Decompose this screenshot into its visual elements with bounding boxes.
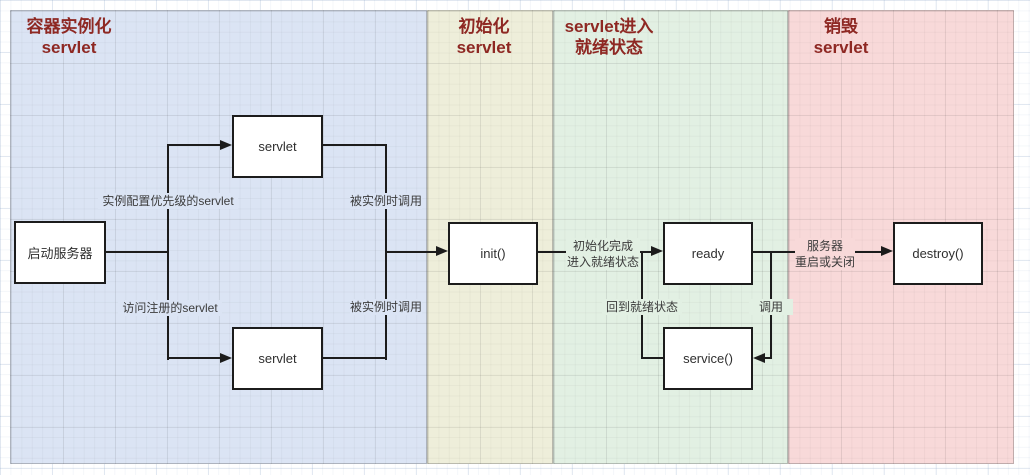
region-title-line1: 初始化 bbox=[458, 17, 510, 36]
arrowhead-icon bbox=[220, 140, 232, 150]
connector-line bbox=[323, 357, 387, 359]
edge-label-line2: 进入就绪状态 bbox=[566, 255, 639, 269]
node-servlet-top: servlet bbox=[232, 115, 323, 178]
node-label: ready bbox=[691, 246, 725, 261]
edge-label-visit: 访问注册的servlet bbox=[118, 300, 222, 316]
arrowhead-icon bbox=[753, 353, 765, 363]
region-title-line1: 销毁 bbox=[824, 17, 858, 36]
connector-line bbox=[641, 357, 664, 359]
edge-label-line2: 重启或关闭 bbox=[795, 255, 856, 269]
node-destroy: destroy() bbox=[893, 222, 983, 285]
region-title-instantiate: 容器实例化 servlet bbox=[14, 16, 124, 58]
region-title-line2: servlet bbox=[456, 38, 512, 57]
node-label: service() bbox=[683, 351, 733, 366]
edge-label-back-to-ready: 回到就绪状态 bbox=[602, 299, 682, 315]
edge-label-line1: 初始化完成 bbox=[572, 239, 633, 253]
connector-line bbox=[385, 251, 438, 253]
region-title-line1: 容器实例化 bbox=[26, 17, 112, 36]
region-title-line2: servlet bbox=[41, 38, 97, 57]
node-servlet-bottom: servlet bbox=[232, 327, 323, 390]
edge-label-init-done: 初始化完成 进入就绪状态 bbox=[566, 238, 640, 270]
region-title-line2: 就绪状态 bbox=[575, 38, 643, 57]
node-ready: ready bbox=[663, 222, 753, 285]
connector-line bbox=[167, 144, 169, 360]
region-title-destroy: 销毁 servlet bbox=[791, 16, 891, 58]
arrowhead-icon bbox=[881, 246, 893, 256]
node-label: init() bbox=[480, 246, 506, 261]
region-title-initialize: 初始化 servlet bbox=[434, 16, 534, 58]
arrowhead-icon bbox=[651, 246, 663, 256]
node-label: destroy() bbox=[912, 246, 964, 261]
connector-line bbox=[763, 357, 772, 359]
node-service: service() bbox=[663, 327, 753, 390]
edge-label-invoke: 调用 bbox=[749, 299, 793, 315]
connector-line bbox=[323, 144, 387, 146]
connector-line bbox=[167, 144, 222, 146]
connector-line bbox=[106, 251, 169, 253]
node-init: init() bbox=[448, 222, 538, 285]
edge-label-line1: 服务器 bbox=[806, 239, 843, 253]
region-instantiate-servlet bbox=[10, 10, 427, 464]
connector-line bbox=[167, 357, 222, 359]
node-label: servlet bbox=[258, 351, 297, 366]
region-title-line1: servlet进入 bbox=[564, 17, 654, 36]
region-title-ready: servlet进入 就绪状态 bbox=[557, 16, 661, 58]
edge-label-called-top: 被实例时调用 bbox=[350, 193, 423, 209]
node-label: 启动服务器 bbox=[27, 246, 93, 261]
region-title-line2: servlet bbox=[813, 38, 869, 57]
node-label: servlet bbox=[258, 139, 297, 154]
edge-label-server-restart: 服务器 重启或关闭 bbox=[795, 238, 855, 270]
edge-label-priority: 实例配置优先级的servlet bbox=[98, 193, 238, 209]
arrowhead-icon bbox=[436, 246, 448, 256]
arrowhead-icon bbox=[220, 353, 232, 363]
edge-label-called-bottom: 被实例时调用 bbox=[350, 299, 423, 315]
node-start-server: 启动服务器 bbox=[14, 221, 106, 284]
